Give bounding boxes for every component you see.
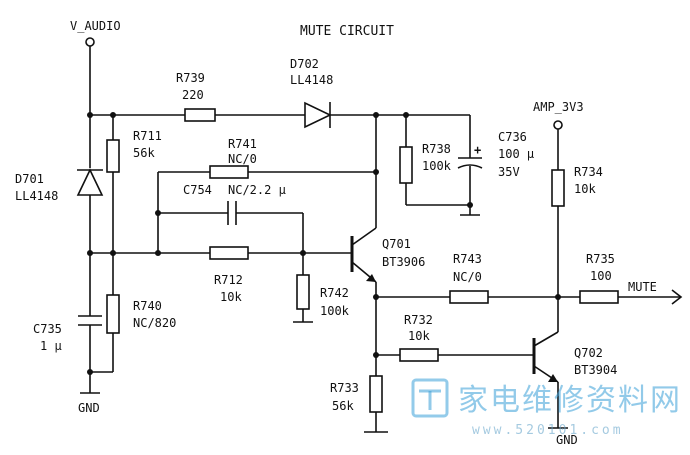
r735-ref: R735	[586, 252, 615, 266]
r739-ref: R739	[176, 71, 205, 85]
r734-ref: R734	[574, 165, 603, 179]
r712-ref: R712	[214, 273, 243, 287]
r732-resistor	[399, 348, 439, 362]
r742-ref: R742	[320, 286, 349, 300]
c736-voltage: 35V	[498, 165, 520, 179]
gnd-left-label: GND	[78, 401, 100, 415]
q702-transistor	[532, 331, 559, 383]
c735-value: 1 μ	[40, 339, 62, 353]
r733-value: 56k	[332, 399, 354, 413]
r732-value: 10k	[408, 329, 430, 343]
r743-resistor	[449, 290, 489, 304]
r735-resistor	[579, 290, 619, 304]
c735-capacitor	[78, 315, 102, 326]
v-audio-label: V_AUDIO	[70, 19, 121, 33]
c735-ref: C735	[33, 322, 62, 336]
d701-diode	[76, 168, 104, 196]
r734-value: 10k	[574, 182, 596, 196]
gnd-right-label: GND	[556, 433, 578, 447]
d701-value: LL4148	[15, 189, 58, 203]
junction-dot	[87, 369, 93, 375]
amp-3v3-label: AMP_3V3	[533, 100, 584, 114]
r735-value: 100	[590, 269, 612, 283]
mute-label: MUTE	[628, 280, 657, 294]
watermark-logo-icon	[411, 378, 449, 418]
r741-value: NC/0	[228, 152, 257, 166]
c736-value: 100 μ	[498, 147, 534, 161]
c754-ref: C754	[183, 183, 212, 197]
r740-resistor	[106, 294, 120, 334]
r743-value: NC/0	[453, 270, 482, 284]
r742-resistor	[296, 274, 310, 310]
q701-transistor	[350, 227, 377, 283]
r733-resistor	[369, 375, 383, 413]
d702-diode	[304, 101, 332, 129]
q701-value: BT3906	[382, 255, 425, 269]
watermark-url: www.520101.com	[472, 423, 624, 438]
r740-ref: R740	[133, 299, 162, 313]
v-audio-terminal	[85, 37, 95, 47]
junction-dot	[467, 202, 473, 208]
r732-ref: R732	[404, 313, 433, 327]
watermark: 家电维修资料网 www.520101.com	[411, 378, 682, 438]
r743-ref: R743	[453, 252, 482, 266]
r738-value: 100k	[422, 159, 452, 173]
r738-ref: R738	[422, 142, 451, 156]
r741-ref: R741	[228, 137, 257, 151]
d702-value: LL4148	[290, 73, 333, 87]
r742-value: 100k	[320, 304, 350, 318]
c754-value: NC/2.2 μ	[228, 183, 286, 197]
r711-resistor	[106, 139, 120, 173]
q702-value: BT3904	[574, 363, 617, 377]
r711-value: 56k	[133, 146, 155, 160]
mute-arrow-icon	[671, 289, 683, 305]
watermark-text: 家电维修资料网	[458, 383, 682, 418]
diagram-title: MUTE CIRCUIT	[300, 24, 394, 39]
r738-resistor	[399, 146, 413, 184]
c754-capacitor	[227, 201, 237, 225]
r711-ref: R711	[133, 129, 162, 143]
r712-value: 10k	[220, 290, 242, 304]
r739-resistor	[184, 108, 216, 122]
svg-text:+: +	[474, 143, 481, 157]
r733-ref: R733	[330, 381, 359, 395]
c736-capacitor: +	[457, 143, 483, 169]
r734-resistor	[551, 169, 565, 207]
d701-ref: D701	[15, 172, 44, 186]
r712-resistor	[209, 246, 249, 260]
r740-value: NC/820	[133, 316, 176, 330]
amp-3v3-terminal	[553, 120, 563, 130]
r741-resistor	[209, 165, 249, 179]
d702-ref: D702	[290, 57, 319, 71]
c736-ref: C736	[498, 130, 527, 144]
q701-ref: Q701	[382, 237, 411, 251]
r739-value: 220	[182, 88, 204, 102]
q702-ref: Q702	[574, 346, 603, 360]
